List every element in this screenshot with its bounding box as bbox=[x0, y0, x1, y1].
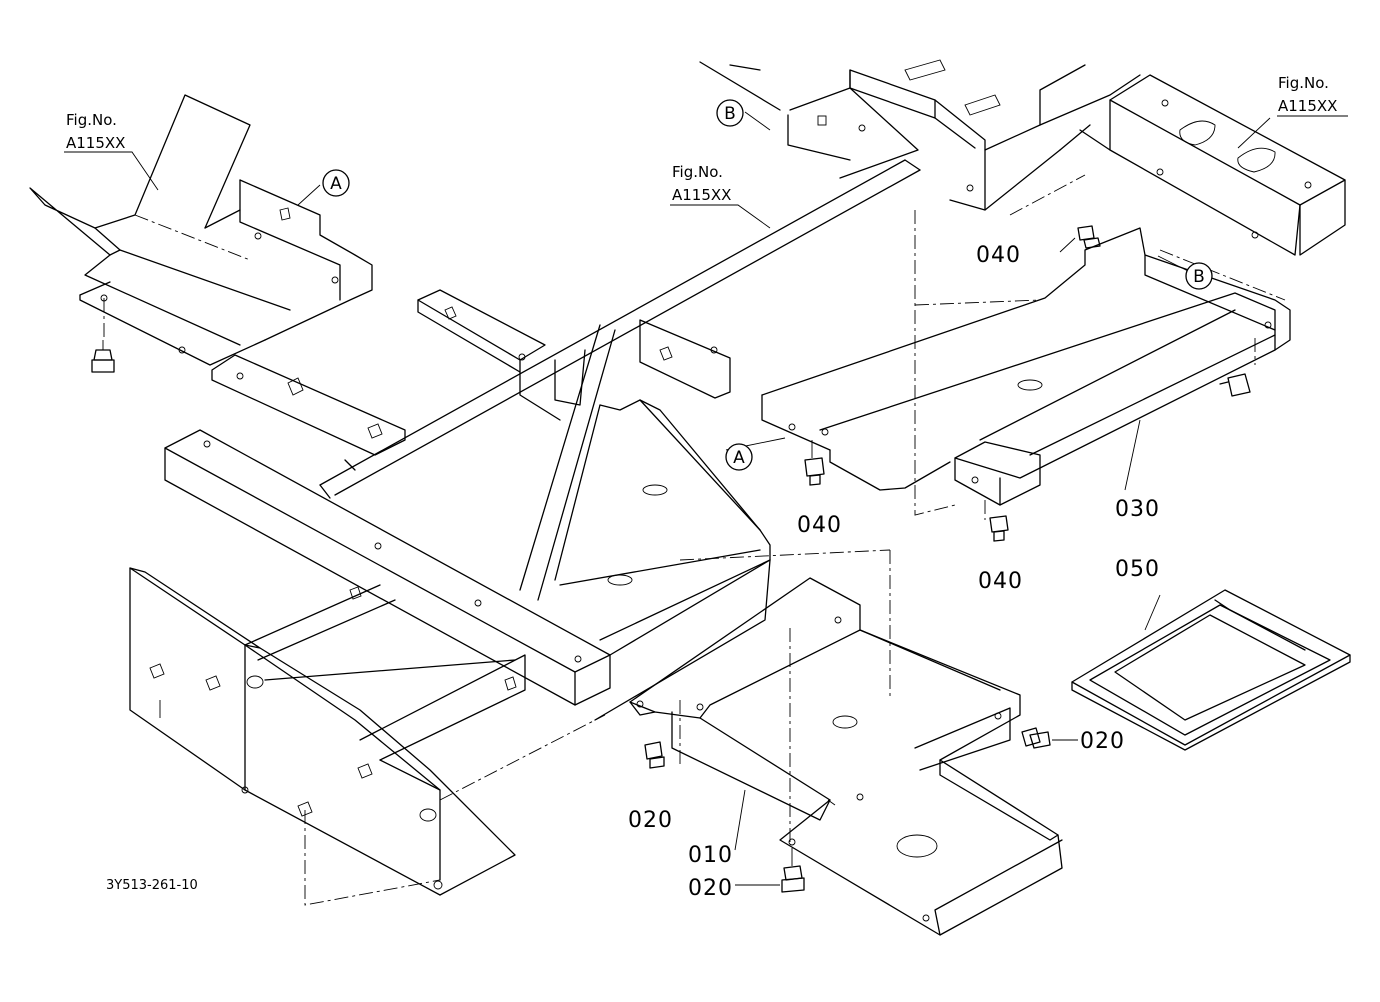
part-020-bolt-right bbox=[1021, 727, 1051, 749]
marker-letter: B bbox=[724, 104, 736, 124]
main-frame bbox=[164, 159, 921, 721]
part-number-050: 050 bbox=[1115, 557, 1160, 582]
fig-ref-value: A115XX bbox=[66, 134, 125, 152]
marker-letter: A bbox=[330, 174, 342, 194]
part-number-020: 020 bbox=[688, 876, 733, 901]
part-number-010: 010 bbox=[688, 843, 733, 868]
fig-ref-label: Fig.No. bbox=[672, 163, 723, 181]
fig-ref-right: Fig.No. A115XX bbox=[1278, 74, 1337, 115]
marker-b-upper: B bbox=[716, 99, 744, 127]
part-number-030: 030 bbox=[1115, 497, 1160, 522]
part-020-bolt-bottom bbox=[781, 848, 805, 893]
marker-letter: A bbox=[733, 448, 745, 468]
part-030-tray bbox=[761, 210, 1291, 520]
marker-letter: B bbox=[1193, 267, 1205, 287]
fig-ref-value: A115XX bbox=[672, 186, 731, 204]
drawing-code: 3Y513-261-10 bbox=[106, 878, 198, 893]
fig-ref-value: A115XX bbox=[1278, 97, 1337, 115]
part-number-040: 040 bbox=[978, 569, 1023, 594]
part-040-bolt-mid bbox=[804, 440, 825, 486]
part-050-mat bbox=[1071, 589, 1351, 751]
rear-frame-structure bbox=[699, 59, 1346, 301]
left-upper-cover bbox=[29, 94, 373, 373]
part-number-020: 020 bbox=[1080, 729, 1125, 754]
marker-a-upper: A bbox=[322, 169, 350, 197]
fig-ref-center: Fig.No. A115XX bbox=[672, 163, 731, 204]
part-020-bolt-left bbox=[644, 741, 665, 769]
part-number-040: 040 bbox=[976, 243, 1021, 268]
fig-ref-left: Fig.No. A115XX bbox=[66, 111, 125, 152]
marker-b-lower: B bbox=[1185, 262, 1213, 290]
marker-a-lower: A bbox=[725, 443, 753, 471]
fig-ref-label: Fig.No. bbox=[1278, 74, 1329, 92]
part-number-020: 020 bbox=[628, 808, 673, 833]
part-number-040: 040 bbox=[797, 513, 842, 538]
part-040-bolt-low bbox=[989, 515, 1009, 542]
part-010-tray bbox=[629, 549, 1063, 936]
front-left-side-cover bbox=[129, 567, 606, 906]
leader-lines bbox=[64, 111, 1348, 886]
part-040-bolt-top bbox=[1059, 225, 1101, 253]
fig-ref-label: Fig.No. bbox=[66, 111, 117, 129]
